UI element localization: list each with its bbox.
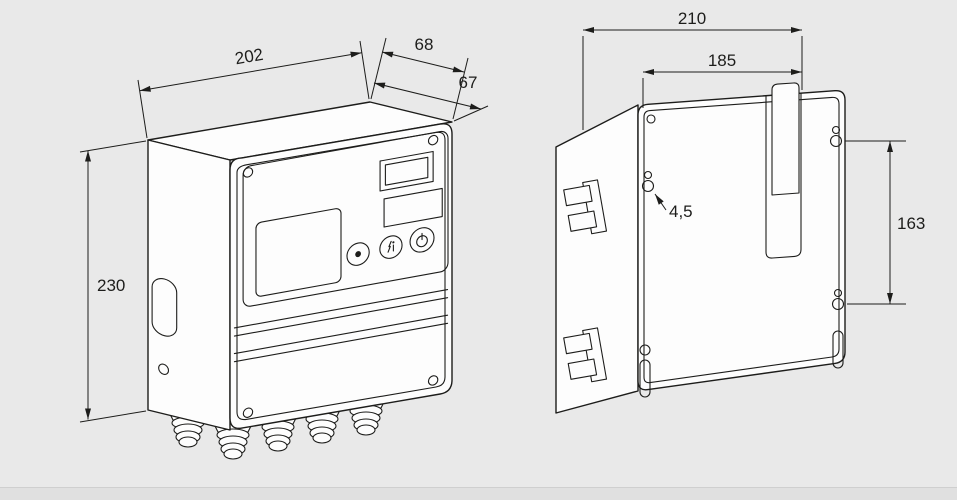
cover-screw [428, 135, 437, 146]
dim-label-width: 202 [233, 45, 264, 69]
keyhole-small [643, 170, 653, 180]
keyhole-large [829, 134, 843, 148]
dimension-rear-width: 210 [582, 9, 803, 130]
bottom-slot [832, 330, 844, 369]
cover-screw [243, 167, 252, 178]
dim-label-rear-width: 210 [678, 9, 706, 28]
side-face-details [152, 276, 177, 377]
mounting-holes [641, 125, 845, 311]
keyhole-large [641, 179, 655, 193]
hook-slot [765, 92, 802, 259]
keyhole-large [831, 297, 845, 311]
dimensions: 202 68 67 230 210 185 [79, 9, 925, 423]
housing-side-face [147, 139, 231, 431]
front-cover-inset-line [236, 131, 446, 421]
side-screw [159, 363, 169, 375]
dim-label-depth-front: 67 [459, 73, 478, 92]
info-icon [392, 241, 395, 244]
front-isometric-view [148, 102, 452, 459]
dim-line-width [139, 51, 362, 92]
control-panel-recess [243, 130, 448, 307]
rear-view [555, 82, 846, 414]
side-vent-slot [152, 276, 177, 339]
dim-label-rear-hole-spacing-vertical: 163 [897, 214, 925, 233]
dim-label-rear-hole-spacing-horizontal: 185 [708, 51, 736, 70]
rear-screw [646, 114, 656, 124]
keyhole-small [831, 125, 841, 135]
lightning-icon [388, 241, 391, 252]
dimension-rear-hole-diameter: 4,5 [654, 193, 693, 221]
cover-screw [428, 375, 437, 386]
dimension-width: 202 [137, 40, 370, 139]
rear-panel [637, 89, 846, 391]
cover-screw [243, 407, 252, 418]
dimension-rear-hole-spacing-horizontal: 185 [642, 51, 802, 108]
page-bottom-edge [0, 487, 957, 500]
bottom-hook [639, 344, 651, 356]
round-button [347, 241, 369, 267]
leader-line-hole-diameter [654, 193, 667, 211]
display-screen [256, 208, 341, 297]
rear-panel-inset-line [643, 96, 840, 384]
front-panel [234, 130, 448, 421]
dimension-rear-hole-spacing-vertical: 163 [845, 140, 925, 305]
dim-label-height: 230 [97, 276, 125, 295]
bottom-slot [639, 359, 651, 398]
cover-groove-lines [234, 290, 447, 362]
dim-label-rear-hole-diameter: 4,5 [669, 202, 693, 221]
round-button-dot-icon [355, 251, 361, 258]
dimension-depth-front: 67 [373, 73, 489, 122]
keyhole-small [833, 288, 843, 298]
dim-line-depth-front [373, 82, 482, 110]
cable-gland [213, 423, 253, 460]
dim-line-depth-housing [381, 51, 465, 73]
display-window-bezel [380, 151, 433, 191]
reset-info-button [380, 234, 402, 260]
dimension-height: 230 [79, 140, 147, 423]
label-area [384, 188, 442, 227]
hanging-hook-tab [771, 82, 800, 196]
dim-label-depth-housing: 68 [415, 35, 434, 54]
power-button [410, 226, 434, 254]
display-window [385, 157, 427, 185]
